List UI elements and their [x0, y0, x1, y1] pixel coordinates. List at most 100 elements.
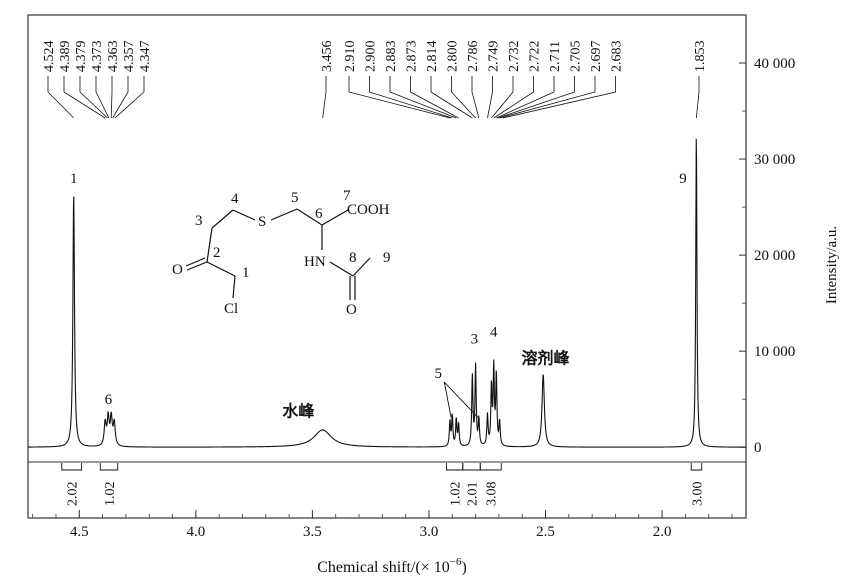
peak-label-connector — [491, 76, 514, 119]
structure-label-c1: 1 — [242, 265, 250, 281]
peak-number-arrow — [443, 381, 452, 418]
peak-label-connector — [499, 76, 596, 119]
peak-annotation: 水峰 — [282, 401, 315, 420]
y-tick-label: 10 000 — [754, 344, 795, 360]
x-axis-label-text: Chemical shift/(× 10 — [317, 559, 450, 576]
x-axis-label: Chemical shift/(× 10−6) — [317, 556, 467, 576]
structure-label-c7: 7 — [343, 188, 351, 204]
peak-label-mid: 3.456 — [320, 41, 335, 73]
plot-frame — [27, 14, 747, 519]
peak-label-right: 2.683 — [610, 41, 625, 73]
peak-label-right: 2.800 — [446, 41, 461, 73]
axis-ticks: 4.5 4.0 3.5 3.0 2.5 2.0 0 10 000 20 000 30 000 40 … — [32, 14, 795, 540]
peak-label-left: 4.357 — [122, 41, 137, 73]
x-tick-label: 2.5 — [536, 524, 555, 540]
structure-label-c4: 4 — [231, 191, 239, 207]
structure-label-cl: Cl — [224, 301, 238, 317]
x-tick-label: 3.5 — [303, 524, 322, 540]
x-tick-label: 4.0 — [186, 524, 205, 540]
annotation-group: 水峰 溶剂峰 — [282, 349, 570, 421]
integral-value: 2.02 — [66, 482, 81, 507]
structure-label-sulfur: S — [258, 214, 266, 230]
peak-label-connector — [487, 76, 493, 119]
structure-label-c5: 5 — [291, 190, 299, 206]
peak-number: 5 — [435, 366, 443, 382]
structure-label-o-ketone: O — [172, 262, 183, 278]
structure-label-hn: HN — [304, 254, 326, 270]
x-tick-label: 3.0 — [420, 524, 439, 540]
structure-label-c2: 2 — [213, 245, 221, 261]
chemical-structure — [185, 208, 371, 300]
peak-label-connector — [451, 76, 476, 119]
structure-label-cooh: COOH — [347, 202, 390, 218]
peak-label-left: 4.524 — [42, 41, 57, 73]
peak-label-connector — [389, 76, 457, 119]
spectrum-line — [28, 138, 746, 448]
integral-bracket — [445, 463, 464, 471]
peak-label-connector — [471, 76, 480, 119]
peak-label-right: 2.732 — [507, 41, 522, 73]
peak-label-right: 2.705 — [569, 41, 584, 73]
peak-number: 4 — [490, 325, 498, 341]
peak-label-connector — [114, 76, 145, 119]
peak-label-left: 4.389 — [58, 41, 73, 73]
peak-label-connector — [95, 76, 110, 119]
integral-bracket — [462, 463, 481, 471]
peak-label-connector — [63, 76, 106, 119]
peak-label-connector — [430, 76, 473, 119]
peak-label-connector — [695, 76, 700, 119]
peak-label-connector — [369, 76, 453, 119]
x-axis-label-close: ) — [461, 559, 466, 576]
peak-label-right: 2.786 — [466, 41, 481, 73]
integral-bracket — [690, 463, 703, 471]
structure-label-c9: 9 — [383, 250, 391, 266]
y-tick-label: 0 — [754, 440, 762, 456]
peak-number: 9 — [679, 171, 687, 187]
peak-label-right: 2.749 — [487, 41, 502, 73]
integral-bracket — [61, 463, 83, 471]
structure-label-c8: 8 — [349, 250, 357, 266]
structure-labels: 4 3 5 6 7 COOH S 2 1 O Cl HN 8 9 O — [172, 188, 391, 318]
peak-label-connector — [348, 76, 451, 119]
integral-value: 3.08 — [485, 482, 500, 507]
peak-annotation: 溶剂峰 — [522, 349, 571, 368]
peak-label-right: 2.697 — [589, 41, 604, 73]
peak-label-left: 4.347 — [138, 41, 153, 73]
y-tick-label: 40 000 — [754, 56, 795, 72]
y-tick-label: 20 000 — [754, 248, 795, 264]
structure-label-c6: 6 — [315, 206, 323, 222]
peak-label-right: 2.722 — [528, 41, 543, 73]
peak-label-connector — [497, 76, 575, 119]
integral-bracket — [479, 463, 502, 471]
peak-number-arrow — [443, 381, 479, 418]
peak-label-connector — [322, 76, 327, 119]
peak-label-connector — [502, 76, 616, 119]
peak-label-left: 4.379 — [74, 41, 89, 73]
peak-label-connector — [79, 76, 108, 119]
peak-label-connector — [410, 76, 459, 119]
peak-label-connector — [112, 76, 129, 119]
peak-number: 1 — [70, 171, 78, 187]
peak-label-right: 2.883 — [384, 41, 399, 73]
peak-label-right: 2.711 — [548, 41, 563, 72]
x-tick-label: 2.0 — [653, 524, 672, 540]
peak-label-connector — [493, 76, 534, 119]
integral-value: 2.01 — [466, 482, 481, 507]
structure-label-c3: 3 — [195, 213, 203, 229]
y-tick-label: 30 000 — [754, 152, 795, 168]
peak-label-right: 2.900 — [364, 41, 379, 73]
peak-label-left: 4.373 — [90, 41, 105, 73]
peak-label-left: 4.363 — [106, 41, 121, 73]
x-tick-label: 4.5 — [70, 524, 89, 540]
x-axis-label-exponent: −6 — [450, 556, 462, 568]
y-axis-label: Intensity/a.u. — [824, 226, 840, 304]
peak-label-right: 2.873 — [405, 41, 420, 73]
peak-label-far: 1.853 — [693, 41, 708, 73]
peak-label-connector — [496, 76, 555, 119]
integral-bracket — [99, 463, 119, 471]
peak-number: 3 — [471, 331, 479, 347]
